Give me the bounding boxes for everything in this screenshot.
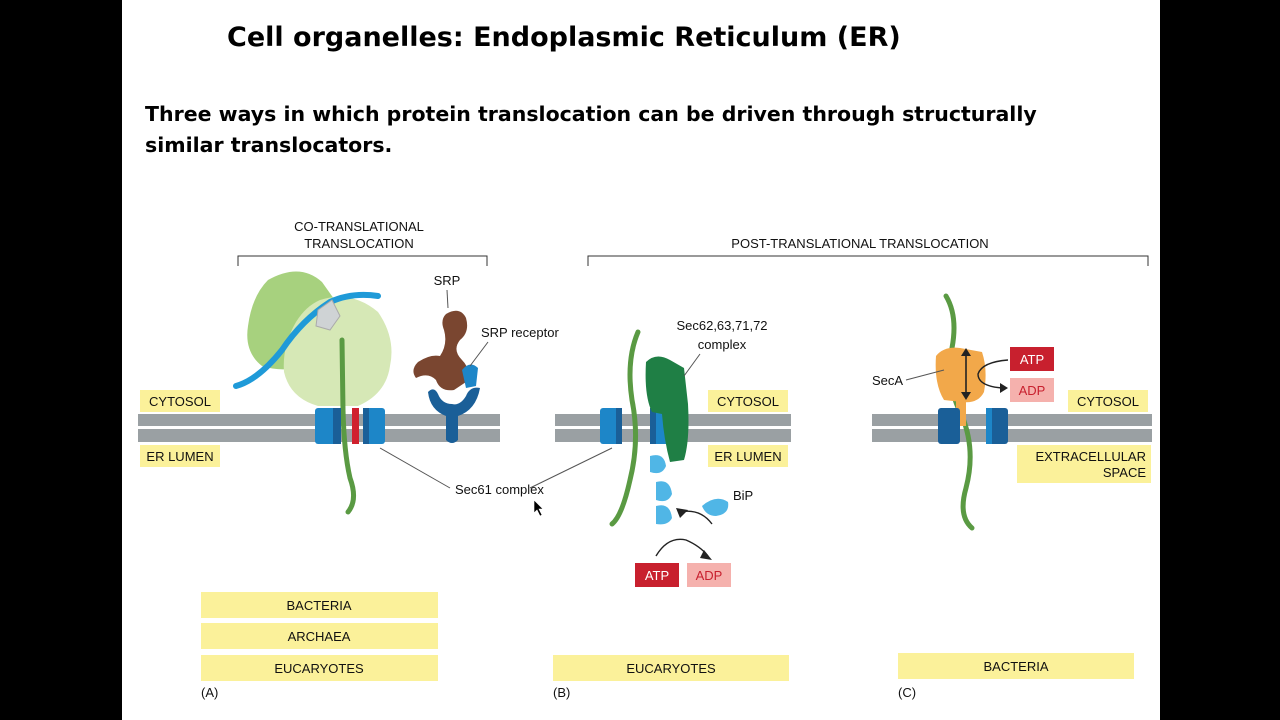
- svg-text:EXTRACELLULAR: EXTRACELLULAR: [1035, 449, 1146, 464]
- arrow-atp-cycle-c: [977, 359, 1009, 389]
- svg-text:BACTERIA: BACTERIA: [983, 659, 1048, 674]
- svg-text:EUCARYOTES: EUCARYOTES: [626, 661, 716, 676]
- svg-text:ATP: ATP: [645, 568, 669, 583]
- translocon-plug: [352, 408, 359, 444]
- panel-label-c: (C): [898, 685, 916, 700]
- label-er-lumen-b: ER LUMEN: [708, 445, 788, 467]
- label-extracellular-space: EXTRACELLULAR SPACE: [1017, 445, 1151, 483]
- slide-title: Cell organelles: Endoplasmic Reticulum (…: [227, 22, 901, 53]
- arrowhead-seca-up: [961, 348, 971, 356]
- panel-label-b: (B): [553, 685, 570, 700]
- srp-receptor: [428, 364, 480, 443]
- header-co-translational-2: TRANSLOCATION: [304, 236, 414, 251]
- svg-text:CYTOSOL: CYTOSOL: [1077, 394, 1139, 409]
- atp-box-b: ATP: [635, 563, 679, 587]
- membrane-c: [872, 414, 1152, 442]
- arrow-atp-cycle: [655, 538, 709, 557]
- label-cytosol-c: CYTOSOL: [1068, 390, 1148, 412]
- svg-text:SPACE: SPACE: [1103, 465, 1146, 480]
- label-sec62-complex-1: Sec62,63,71,72: [676, 318, 767, 333]
- header-co-translational-1: CO-TRANSLATIONAL: [294, 219, 424, 234]
- leader-srp-receptor: [469, 341, 489, 367]
- header-post-translational: POST-TRANSLATIONAL TRANSLOCATION: [731, 236, 988, 251]
- polypeptide-chain-b: [609, 329, 641, 527]
- secy-translocon-c: [938, 408, 1008, 444]
- bracket-post-translational: [587, 255, 1149, 266]
- adp-box-c: ADP: [1010, 378, 1054, 402]
- arrowhead-bip-b: [676, 508, 688, 518]
- leader-srp: [446, 289, 449, 309]
- seca-motor: [935, 347, 986, 426]
- organism-box-a-1: BACTERIA: [201, 592, 438, 618]
- label-srp: SRP: [434, 273, 461, 288]
- label-sec61-complex: Sec61 complex: [455, 482, 544, 497]
- atp-box-c: ATP: [1010, 347, 1054, 371]
- leader-sec61-a: [379, 447, 451, 489]
- svg-text:ARCHAEA: ARCHAEA: [288, 629, 351, 644]
- svg-text:BACTERIA: BACTERIA: [286, 598, 351, 613]
- svg-text:ER LUMEN: ER LUMEN: [714, 449, 781, 464]
- arrowhead-adp-c: [1000, 383, 1008, 393]
- svg-text:ADP: ADP: [1019, 383, 1046, 398]
- sec62-complex: [645, 356, 689, 462]
- svg-text:EUCARYOTES: EUCARYOTES: [274, 661, 364, 676]
- slide-subtitle: Three ways in which protein translocatio…: [145, 102, 1037, 157]
- label-cytosol-a: CYTOSOL: [140, 390, 220, 412]
- label-seca: SecA: [872, 373, 903, 388]
- sec61-translocon-a: [315, 408, 385, 444]
- panel-label-a: (A): [201, 685, 218, 700]
- svg-text:CYTOSOL: CYTOSOL: [717, 394, 779, 409]
- nascent-chain-a: [339, 337, 356, 515]
- mouse-cursor: [533, 499, 544, 517]
- svg-text:ATP: ATP: [1020, 352, 1044, 367]
- svg-text:CYTOSOL: CYTOSOL: [149, 394, 211, 409]
- arrowhead-adp-b: [700, 550, 712, 560]
- adp-box-b: ADP: [687, 563, 731, 587]
- leader-sec61-b: [529, 447, 613, 489]
- arrowhead-seca-down: [961, 392, 971, 400]
- label-bip: BiP: [733, 488, 753, 503]
- leader-seca: [905, 369, 945, 381]
- label-sec62-complex-2: complex: [698, 337, 747, 352]
- srp-particle: [413, 310, 469, 391]
- organism-box-a-3: EUCARYOTES: [201, 655, 438, 681]
- trna-holder: [315, 299, 341, 331]
- svg-text:ER LUMEN: ER LUMEN: [146, 449, 213, 464]
- organism-box-c-1: BACTERIA: [898, 653, 1134, 679]
- ribosome-small-subunit: [283, 296, 392, 406]
- mrna-strand: [233, 291, 381, 389]
- organism-box-b-1: EUCARYOTES: [553, 655, 789, 681]
- label-cytosol-b: CYTOSOL: [708, 390, 788, 412]
- label-srp-receptor: SRP receptor: [481, 325, 559, 340]
- organism-box-a-2: ARCHAEA: [201, 623, 438, 649]
- bracket-co-translational: [237, 255, 488, 266]
- bip-chaperones: [650, 455, 729, 525]
- label-er-lumen-a: ER LUMEN: [140, 445, 220, 467]
- svg-text:ADP: ADP: [696, 568, 723, 583]
- leader-sec62: [683, 353, 701, 377]
